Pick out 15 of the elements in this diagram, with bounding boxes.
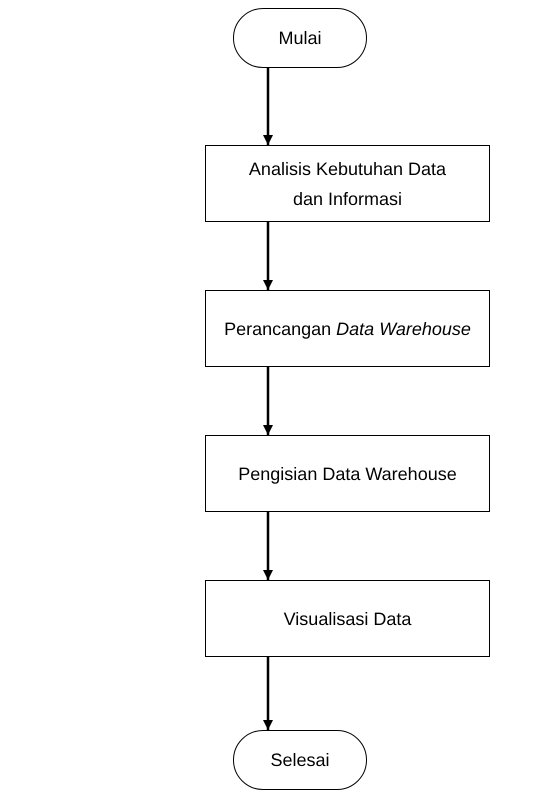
arrow <box>263 367 273 435</box>
arrow <box>263 68 273 145</box>
process-box <box>205 580 490 657</box>
node-label: Mulai <box>278 27 322 50</box>
arrow <box>263 657 273 730</box>
arrow <box>263 222 273 290</box>
process-box <box>205 145 490 222</box>
node-label: Selesai <box>270 749 330 772</box>
node-label: Perancangan Data Warehouse <box>224 318 471 341</box>
arrow <box>263 512 273 580</box>
process-box <box>205 435 490 512</box>
process-box <box>205 290 490 367</box>
node-label: Visualisasi Data <box>284 608 412 630</box>
node-label: Pengisian Data Warehouse <box>238 462 457 486</box>
node-label: Analisis Kebutuhan Data dan Informasi <box>248 158 448 210</box>
